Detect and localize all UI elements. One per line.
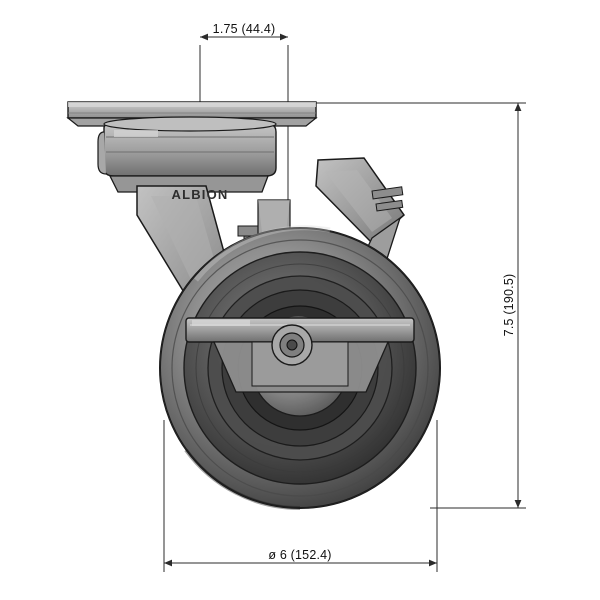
dim-label-wheel-diameter: ø 6 (152.4) — [268, 548, 331, 562]
arrow-right-bottom — [514, 500, 522, 508]
arrow-top-left — [200, 33, 208, 41]
arrow-bottom-right — [429, 559, 437, 567]
dim-label-overall-height: 7.5 (190.5) — [502, 274, 516, 337]
dimension-arrowheads — [164, 33, 522, 567]
swivel-raceway-assembly — [97, 116, 277, 193]
axle-assembly — [185, 317, 415, 393]
dimension-lines — [163, 36, 526, 572]
arrow-right-top — [514, 103, 522, 111]
brand-label-albion: ALBION — [171, 187, 228, 202]
dim-label-hole-spacing: 1.75 (44.4) — [213, 22, 276, 36]
arrow-top-right — [280, 33, 288, 41]
arrow-bottom-left — [164, 559, 172, 567]
